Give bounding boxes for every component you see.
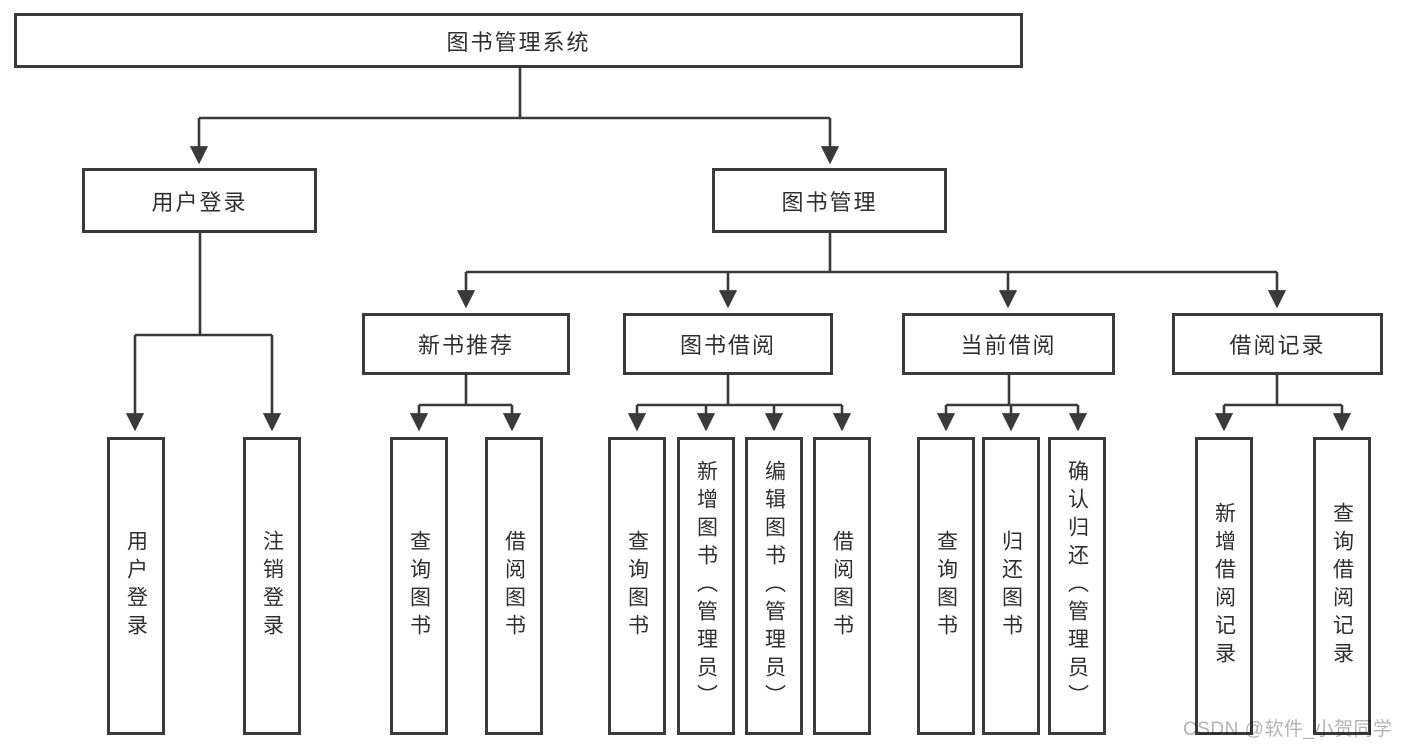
leaf-edit-books-admin: 编辑图书（管理员）: [745, 437, 803, 735]
leaf-label: 新增借阅记录: [1212, 502, 1236, 670]
node-new-book-recommend: 新书推荐: [362, 313, 570, 375]
node-borrow-records: 借阅记录: [1172, 313, 1383, 375]
leaf-add-books-admin: 新增图书（管理员）: [677, 437, 735, 735]
node-book-management: 图书管理: [712, 168, 947, 233]
leaf-borrow-books: 借阅图书: [813, 437, 871, 735]
node-book-borrow: 图书借阅: [623, 313, 833, 375]
leaf-label: 注销登录: [260, 530, 284, 642]
leaf-label: 用户登录: [124, 530, 148, 642]
leaf-label: 确认归还（管理员）: [1065, 460, 1089, 712]
node-root-library-system: 图书管理系统: [14, 13, 1023, 68]
node-label: 图书借阅: [679, 333, 776, 358]
leaf-label: 查询图书: [934, 530, 958, 642]
node-label: 新书推荐: [417, 333, 514, 358]
leaf-user-login: 用户登录: [107, 437, 165, 735]
leaf-query-books-current: 查询图书: [917, 437, 975, 735]
csdn-watermark: CSDN @软件_小贺同学: [1183, 719, 1393, 740]
leaf-label: 归还图书: [999, 530, 1023, 642]
leaf-label: 新增图书（管理员）: [694, 460, 718, 712]
leaf-label: 借阅图书: [502, 530, 526, 642]
node-label: 借阅记录: [1229, 333, 1326, 358]
leaf-label: 查询图书: [625, 530, 649, 642]
leaf-query-books-recommend: 查询图书: [390, 437, 448, 735]
node-current-borrow: 当前借阅: [902, 313, 1115, 375]
leaf-label: 查询图书: [407, 530, 431, 642]
leaf-label: 借阅图书: [830, 530, 854, 642]
leaf-add-borrow-record: 新增借阅记录: [1195, 437, 1253, 735]
leaf-confirm-return-admin: 确认归还（管理员）: [1048, 437, 1106, 735]
leaf-return-books: 归还图书: [982, 437, 1040, 735]
leaf-logout: 注销登录: [243, 437, 301, 735]
node-user-login: 用户登录: [82, 168, 317, 233]
leaf-query-books-borrow: 查询图书: [608, 437, 666, 735]
node-label: 用户登录: [151, 189, 248, 215]
leaf-label: 查询借阅记录: [1330, 502, 1354, 670]
leaf-query-borrow-record: 查询借阅记录: [1313, 437, 1371, 735]
leaf-label: 编辑图书（管理员）: [762, 460, 786, 712]
node-label: 图书管理系统: [446, 29, 591, 55]
node-label: 当前借阅: [960, 333, 1057, 358]
node-label: 图书管理: [781, 189, 878, 215]
leaf-borrow-books-recommend: 借阅图书: [485, 437, 543, 735]
